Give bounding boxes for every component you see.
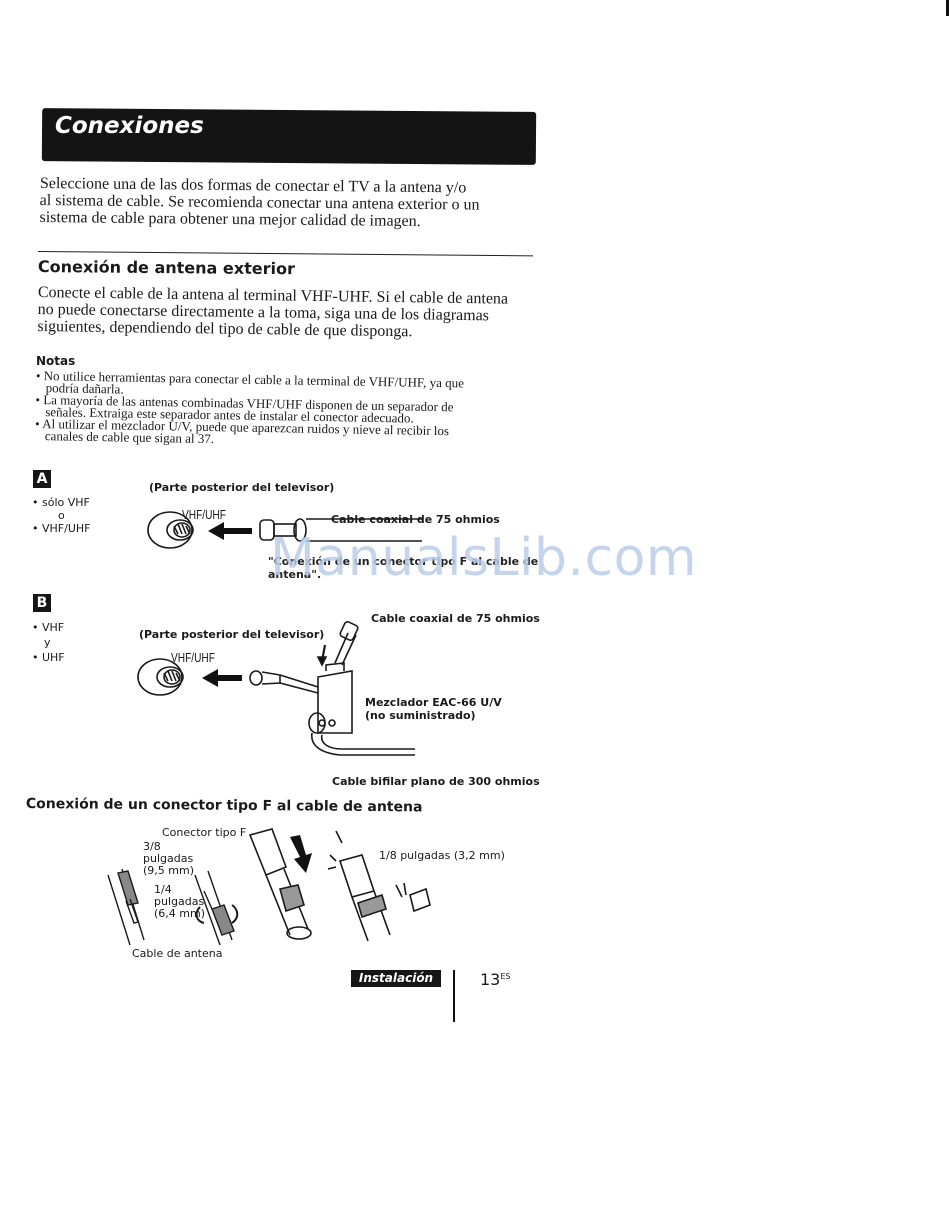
terminal-label-a: VHF/UHF bbox=[182, 507, 226, 522]
dimension-unit: pulgadas bbox=[154, 895, 205, 908]
option-vhf-only: • sólo VHF bbox=[32, 496, 90, 509]
option-vhf: • VHF bbox=[32, 621, 65, 634]
notes-heading: Notas bbox=[36, 354, 76, 368]
insert-arrow-icon bbox=[208, 522, 252, 540]
reference-line: "Conexión de un conector tipo F al cable… bbox=[268, 555, 539, 568]
fconnector-reference-note: "Conexión de un conector tipo F al cable… bbox=[268, 555, 538, 581]
insert-arrow-icon bbox=[202, 669, 242, 687]
twin-lead-label: Cable bifilar plano de 300 ohmios bbox=[332, 775, 540, 788]
diagram-b-options: • VHF y • UHF bbox=[32, 620, 65, 665]
reference-line: antena". bbox=[268, 568, 322, 581]
dimension-1-8: 1/8 pulgadas (3,2 mm) bbox=[379, 849, 505, 862]
push-arrow-icon bbox=[290, 835, 312, 873]
footer-divider bbox=[453, 970, 455, 1022]
diagram-b-label: B bbox=[33, 594, 51, 612]
option-vhf-uhf: • VHF/UHF bbox=[32, 522, 91, 535]
diagram-a-illustration bbox=[147, 511, 422, 549]
dimension-metric: (9,5 mm) bbox=[143, 864, 195, 877]
page-title: Conexiones bbox=[55, 113, 204, 139]
fconnector-illustration bbox=[107, 828, 431, 946]
option-or: o bbox=[58, 509, 65, 522]
dimension-value: 3/8 bbox=[143, 840, 161, 853]
vhf-uhf-terminal-icon bbox=[147, 511, 194, 549]
section-tab-installation: Instalación bbox=[351, 970, 441, 987]
tv-rear-label-b: (Parte posterior del televisor) bbox=[139, 628, 325, 641]
scan-edge-mark bbox=[946, 0, 949, 16]
section-divider bbox=[37, 251, 533, 257]
mixer-icon bbox=[308, 662, 353, 734]
mixer-model: Mezclador EAC-66 U/V bbox=[365, 696, 502, 709]
option-and: y bbox=[44, 636, 51, 649]
diagram-a-label: A bbox=[33, 470, 51, 488]
twin-lead-cable-icon bbox=[311, 732, 415, 756]
vhf-uhf-terminal-icon bbox=[137, 658, 184, 696]
section-heading-fconnector: Conexión de un conector tipo F al cable … bbox=[25, 796, 423, 816]
watermark: ManualsLib.com bbox=[270, 528, 698, 588]
mixer-label: Mezclador EAC-66 U/V (no suministrado) bbox=[365, 696, 502, 722]
tv-rear-label-a: (Parte posterior del televisor) bbox=[149, 481, 335, 494]
coax-plug-icon bbox=[249, 670, 319, 694]
dimension-metric: (6,4 mm) bbox=[154, 907, 206, 920]
coax-cable-label-b: Cable coaxial de 75 ohmios bbox=[371, 612, 540, 625]
dimension-3-8: 3/8 pulgadas (9,5 mm) bbox=[143, 841, 194, 877]
mixer-not-supplied: (no suministrado) bbox=[365, 709, 476, 722]
page-number: 13ES bbox=[480, 970, 511, 989]
stripped-cable-icon bbox=[107, 868, 235, 946]
notes-list: • No utilice herramientas para conectar … bbox=[35, 368, 536, 451]
antenna-cable-label: Cable de antena bbox=[132, 947, 223, 960]
coax-cable-down-icon bbox=[316, 620, 359, 667]
dimension-1-4: 1/4 pulgadas (6,4 mm) bbox=[154, 884, 205, 920]
fconnector-icon bbox=[248, 828, 312, 940]
diagram-a-options: • sólo VHF o • VHF/UHF bbox=[32, 496, 90, 535]
intro-paragraph: Seleccione una de las dos formas de cone… bbox=[39, 175, 560, 231]
rotation-arrow-icon bbox=[195, 904, 239, 924]
outdoor-antenna-paragraph: Conecte el cable de la antena al termina… bbox=[37, 284, 558, 342]
terminal-label-b: VHF/UHF bbox=[171, 650, 215, 665]
option-uhf: • UHF bbox=[32, 651, 65, 664]
page-language-suffix: ES bbox=[500, 972, 511, 981]
coax-plug-icon bbox=[259, 518, 422, 542]
diagram-b-illustration bbox=[137, 620, 415, 756]
fconnector-label: Conector tipo F bbox=[162, 826, 247, 839]
section-heading-outdoor-antenna: Conexión de antena exterior bbox=[37, 257, 295, 279]
dimension-value: 1/4 bbox=[154, 883, 172, 896]
crimped-connector-icon bbox=[327, 830, 431, 942]
dimension-unit: pulgadas bbox=[143, 852, 194, 865]
page-number-value: 13 bbox=[480, 970, 501, 989]
